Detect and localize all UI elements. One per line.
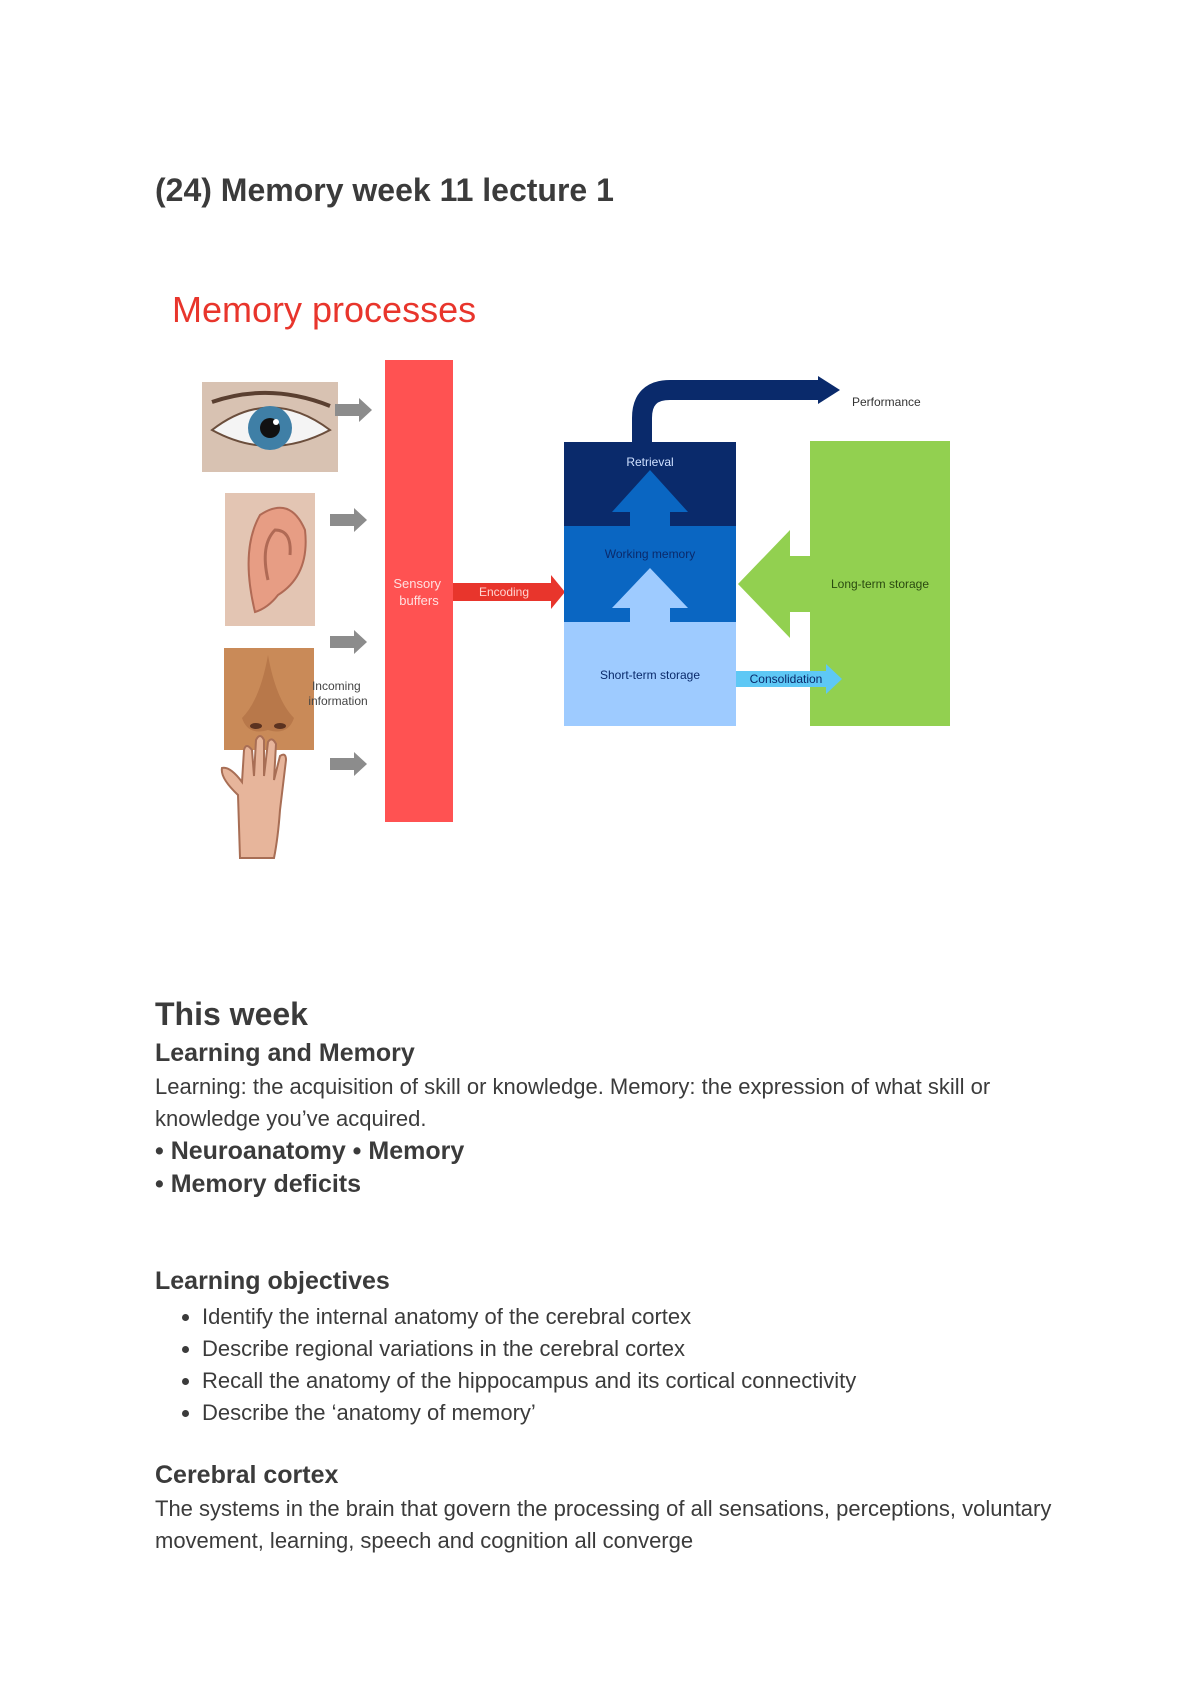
sensory-buffers-label: Sensory buffers <box>393 576 444 608</box>
performance-arrow <box>632 380 820 442</box>
learning-and-memory-subheading: Learning and Memory <box>155 1039 415 1067</box>
cerebral-cortex-paragraph: The systems in the brain that govern the… <box>155 1496 1052 1553</box>
list-item: Describe the ‘anatomy of memory’ <box>202 1397 1055 1429</box>
ear-icon <box>225 493 315 626</box>
consolidation-arrow <box>736 664 842 694</box>
long-term-to-working-arrow <box>738 530 810 638</box>
sensory-buffers-bar <box>385 360 453 822</box>
cerebral-cortex-heading: Cerebral cortex <box>155 1461 339 1489</box>
this-week-heading: This week <box>155 996 308 1032</box>
memory-processes-diagram: Memory processes <box>172 290 950 859</box>
page-title: (24) Memory week 11 lecture 1 <box>155 172 614 208</box>
performance-label: Performance <box>852 395 921 409</box>
eye-icon <box>202 382 338 472</box>
performance-arrowhead <box>818 376 840 404</box>
incoming-information-label: Incoming information <box>308 679 367 708</box>
learning-objectives-list: Identify the internal anatomy of the cer… <box>155 1301 1055 1429</box>
nose-icon <box>224 648 314 750</box>
incoming-arrow-1 <box>335 398 372 422</box>
list-item: Identify the internal anatomy of the cer… <box>202 1301 1055 1333</box>
retrieval-label: Retrieval <box>626 455 673 469</box>
incoming-arrow-4 <box>330 752 367 776</box>
memory-processes-figure: Memory processes <box>160 290 1040 910</box>
encoding-label: Encoding <box>479 585 529 599</box>
short-term-storage-label: Short-term storage <box>600 668 700 682</box>
topics-line-1: • Neuroanatomy • Memory <box>155 1137 465 1165</box>
notes-content: This week Learning and Memory Learning: … <box>155 995 1055 1557</box>
short-term-storage-block <box>564 622 736 726</box>
consolidation-label: Consolidation <box>750 672 823 686</box>
incoming-arrow-2 <box>330 508 367 532</box>
up-arrow-working-to-retrieval <box>612 470 688 526</box>
encoding-arrow <box>453 575 565 609</box>
learning-memory-definition: Learning: the acquisition of skill or kn… <box>155 1074 991 1131</box>
up-arrow-short-to-working <box>612 568 688 622</box>
working-memory-label: Working memory <box>605 547 695 561</box>
list-item: Describe regional variations in the cere… <box>202 1333 1055 1365</box>
hand-icon <box>220 735 288 859</box>
long-term-storage-label: Long-term storage <box>831 577 929 591</box>
learning-objectives-heading: Learning objectives <box>155 1267 390 1295</box>
incoming-arrow-3 <box>330 630 367 654</box>
figure-title: Memory processes <box>172 290 476 330</box>
topics-line-2: • Memory deficits <box>155 1170 362 1198</box>
list-item: Recall the anatomy of the hippocampus an… <box>202 1365 1055 1397</box>
